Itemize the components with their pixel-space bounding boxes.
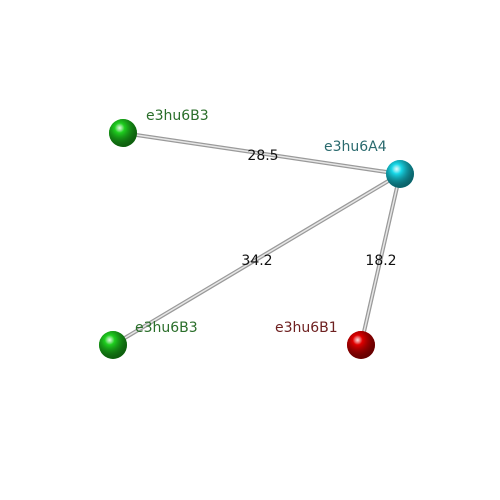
nodes-layer [99,119,414,359]
node-label: e3hu6A4 [324,139,387,155]
node-label: e3hu6B1 [275,320,338,336]
edge-n_b3_bottom-n_a4 [111,172,402,347]
node-label: e3hu6B3 [146,108,209,124]
edge-n_b3_top-n_a4 [121,131,402,176]
node-e3hu6B3-0[interactable] [109,119,137,147]
node-e3hu6B1-3[interactable] [347,331,375,359]
node-label: e3hu6B3 [135,320,198,336]
node-e3hu6A4-1[interactable] [386,160,414,188]
edge-weight-label: 28.5 [247,148,278,164]
edges-layer [111,131,402,347]
edge-n_b1-n_a4 [359,172,402,347]
labels-layer: 28.5 34.2 18.2 e3hu6B3 e3hu6A4 e3hu6B3 e3hu6B1 [135,108,397,336]
edge-weight-label: 18.2 [365,253,396,269]
edge-weight-label: 34.2 [241,253,272,269]
node-e3hu6B3-2[interactable] [99,331,127,359]
